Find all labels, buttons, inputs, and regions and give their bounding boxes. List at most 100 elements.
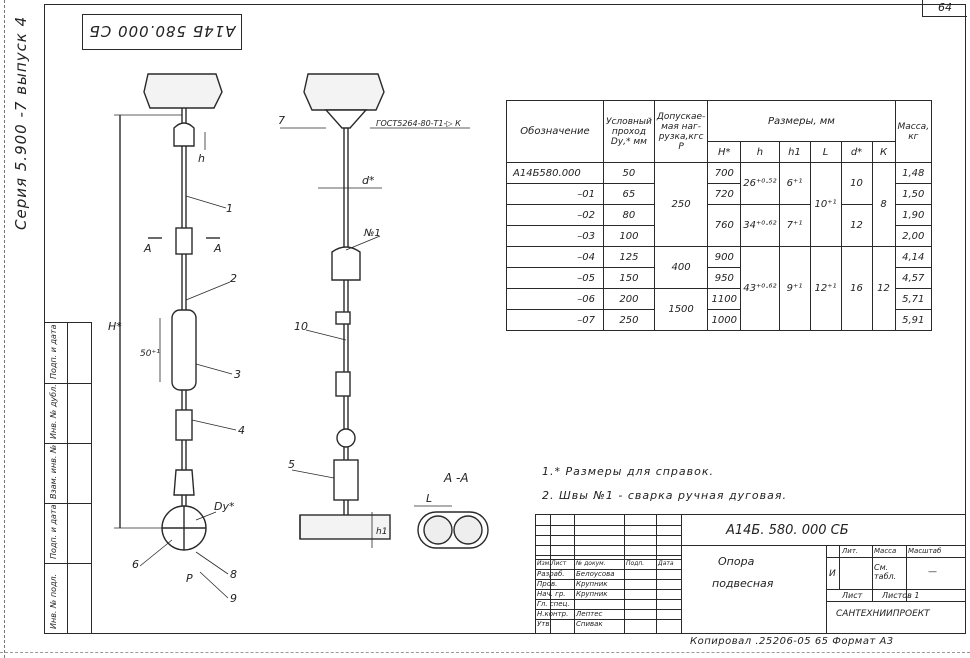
col-H: H* bbox=[707, 141, 742, 163]
grid-line bbox=[536, 589, 681, 590]
dim-h: h bbox=[198, 152, 205, 165]
grid-line bbox=[624, 515, 625, 633]
cell-designation: –05 bbox=[506, 267, 604, 289]
cell-h1: 9⁺¹ bbox=[778, 246, 811, 331]
cell-designation: –02 bbox=[506, 204, 604, 226]
col-L: L bbox=[809, 141, 842, 163]
label-pos-4: 4 bbox=[238, 424, 245, 437]
cell-d: 16 bbox=[840, 246, 873, 331]
title-org: САНТЕХНИИПРОЕКТ bbox=[836, 609, 930, 619]
dim-H: H* bbox=[108, 320, 122, 333]
title-col-mass: Масса bbox=[874, 547, 897, 555]
cell-designation: –04 bbox=[506, 246, 604, 268]
cell-dy: 50 bbox=[603, 162, 655, 184]
col-mass: Масса, кг bbox=[894, 100, 933, 163]
signer-name: Спивак bbox=[576, 620, 603, 628]
grid-line bbox=[536, 599, 681, 600]
dim-h1: h1 bbox=[376, 527, 387, 537]
col-h: h bbox=[740, 141, 780, 163]
grid-line bbox=[681, 515, 682, 633]
cell-load: 400 bbox=[653, 246, 709, 289]
role-label: Н.контр. bbox=[537, 610, 569, 618]
section-title: А -А bbox=[443, 471, 469, 485]
copy-format-note: Копировал .25206-05 65 Формат А3 bbox=[690, 636, 894, 647]
weld-no1: №1 bbox=[363, 228, 381, 239]
left-approval-strip: Подп. и дата Инв. № дубл. Взам. инв. № П… bbox=[44, 322, 92, 634]
label-pos-5: 5 bbox=[288, 458, 295, 471]
role-label: Гл. спец. bbox=[537, 600, 570, 608]
signer-name: Лептес bbox=[576, 610, 603, 618]
pipe-side bbox=[299, 514, 391, 540]
cell-designation: –06 bbox=[506, 288, 604, 310]
grid-line bbox=[550, 515, 551, 633]
cell-H: 900 bbox=[707, 246, 742, 268]
col-K: К bbox=[871, 141, 896, 163]
cell-L: 12⁺¹ bbox=[809, 246, 842, 331]
label-pos-10: 10 bbox=[294, 320, 308, 333]
col-dimensions: Размеры, мм bbox=[707, 100, 896, 142]
strip-cell bbox=[45, 563, 91, 564]
role-label: Нач. гр. bbox=[537, 590, 566, 598]
strip-cell bbox=[45, 443, 91, 444]
note-2: 2. Швы №1 - сварка ручная дуговая. bbox=[542, 489, 787, 502]
cell-K: 12 bbox=[871, 246, 896, 331]
label-pos-8: 8 bbox=[230, 568, 237, 581]
strip-cell bbox=[45, 383, 91, 384]
label-pos-7: 7 bbox=[278, 114, 285, 127]
title-sheets: Листов 1 bbox=[882, 591, 920, 600]
col-nominal-bore: Условный проход Dу,* мм bbox=[603, 100, 655, 163]
signer-name: Крупник bbox=[576, 580, 608, 588]
title-block: А14Б. 580. 000 СБ Опора подвесная САНТЕХ… bbox=[535, 514, 966, 634]
cell-load: 1500 bbox=[653, 288, 709, 331]
title-scale: — bbox=[928, 567, 937, 577]
rev-h-doc: № докум. bbox=[576, 560, 606, 567]
title-name-1: Опора bbox=[718, 555, 755, 568]
grid-line bbox=[536, 525, 681, 526]
cell-mass: 1,90 bbox=[894, 204, 933, 226]
dim-dy: Dу* bbox=[214, 500, 235, 513]
cell-mass: 1,50 bbox=[894, 183, 933, 205]
title-sheet: Лист bbox=[842, 591, 863, 600]
rev-h-sign: Подп. bbox=[626, 560, 645, 567]
grid-line bbox=[536, 555, 681, 556]
spec-table: Обозначение Условный проход Dу,* мм Допу… bbox=[506, 100, 933, 331]
col-designation: Обозначение bbox=[506, 100, 604, 163]
cell-d: 12 bbox=[840, 204, 873, 247]
grid-line bbox=[826, 601, 965, 602]
cell-h1: 6⁺¹ bbox=[778, 162, 811, 205]
cell-H: 950 bbox=[707, 267, 742, 289]
label-pos-3: 3 bbox=[234, 368, 241, 381]
designation-stamp: А14Б 580.000 СБ bbox=[82, 14, 242, 50]
load-P: P bbox=[186, 572, 193, 585]
grid-line bbox=[574, 515, 575, 633]
cell-mass: 5,91 bbox=[894, 309, 933, 331]
grid-line bbox=[536, 559, 681, 560]
cell-mass: 4,14 bbox=[894, 246, 933, 268]
beam-front bbox=[143, 73, 223, 109]
title-col-scale: Масштаб bbox=[908, 547, 942, 555]
side-fork bbox=[333, 459, 359, 501]
side-clamp bbox=[331, 246, 361, 281]
table-row: –04 125 400 900 43⁺⁰·⁶² 9⁺¹ 12⁺¹ 16 12 4… bbox=[506, 246, 933, 331]
table-row: –01 65 720 1,50 bbox=[506, 183, 933, 205]
beam-side bbox=[303, 73, 385, 111]
cell-designation: –01 bbox=[506, 183, 604, 205]
cell-dy: 150 bbox=[603, 267, 655, 289]
table-row: А14Б580.000 50 250 700 26⁺⁰·⁵² 6⁺¹ 10⁺¹ … bbox=[506, 162, 933, 247]
weld-gost: ГОСТ5264-80-Т1-▷ К bbox=[376, 119, 461, 128]
grid-line bbox=[681, 545, 965, 546]
drawing-notes: 1.* Размеры для справок. 2. Швы №1 - сва… bbox=[542, 460, 787, 508]
cell-H: 1100 bbox=[707, 288, 742, 310]
binding-edge-line bbox=[4, 0, 5, 658]
col-h1: h1 bbox=[778, 141, 811, 163]
cell-designation: –03 bbox=[506, 225, 604, 247]
cell-H: 720 bbox=[707, 183, 742, 205]
table-row: –07 250 1000 5,91 bbox=[506, 309, 933, 331]
cell-mass: 1,48 bbox=[894, 162, 933, 184]
cell-H: 760 bbox=[707, 204, 742, 247]
title-col-lit: Лит. bbox=[842, 547, 859, 555]
strip-cell bbox=[45, 503, 91, 504]
cell-dy: 65 bbox=[603, 183, 655, 205]
title-doc-code: А14Б. 580. 000 СБ bbox=[726, 523, 849, 538]
top-clamp bbox=[173, 122, 195, 147]
